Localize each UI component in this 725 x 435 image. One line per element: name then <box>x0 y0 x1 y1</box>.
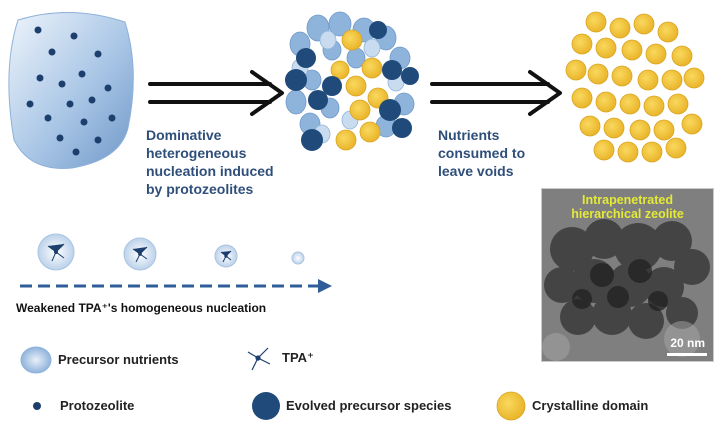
trend-arrow <box>20 279 332 293</box>
legend-tpa-label: TPA⁺ <box>282 350 314 365</box>
legend-precursor-label: Precursor nutrients <box>58 352 179 367</box>
tem-title: Intrapenetrated hierarchical zeolite <box>571 193 684 221</box>
legend-evolved-label: Evolved precursor species <box>286 398 452 413</box>
trend-label: Weakened TPA⁺'s homogeneous nucleation <box>16 301 267 315</box>
legend-precursor-icon <box>20 346 52 374</box>
precursor-gel <box>8 11 134 169</box>
process-arrow-2 <box>430 70 562 116</box>
legend-protozeolite-label: Protozeolite <box>60 398 135 413</box>
legend-protozeolite-icon <box>33 402 41 410</box>
scale-bar-label: 20 nm <box>670 336 705 350</box>
crystalline-cluster <box>565 11 705 163</box>
tem-texture <box>542 189 713 361</box>
process-arrow-1 <box>148 70 284 116</box>
tpa-sphere-series <box>37 233 305 271</box>
legend-crystalline-icon <box>496 391 526 421</box>
legend-evolved-icon <box>252 392 280 420</box>
tem-micrograph: Intrapenetrated hierarchical zeolite 20 … <box>541 188 714 362</box>
step1-caption: Dominative heterogeneous nucleation indu… <box>146 127 274 197</box>
step2-caption: Nutrients consumed to leave voids <box>438 127 526 179</box>
nucleation-cluster <box>285 11 419 151</box>
legend-crystalline-label: Crystalline domain <box>532 398 649 413</box>
legend-tpa-icon <box>247 347 271 371</box>
scale-bar <box>667 353 707 356</box>
